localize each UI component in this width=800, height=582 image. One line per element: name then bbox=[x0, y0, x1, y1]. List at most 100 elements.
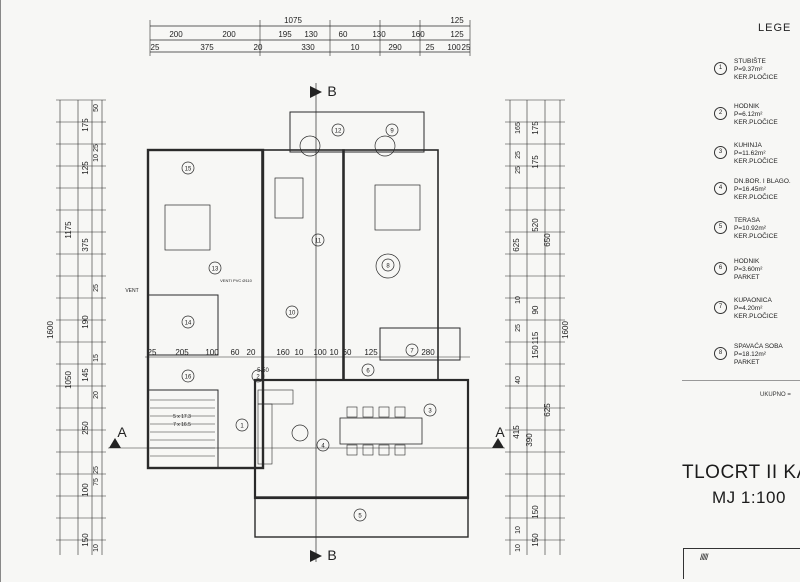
dim-label: 125 bbox=[81, 161, 90, 175]
room-number-circle bbox=[251, 369, 265, 383]
kitchen-sink bbox=[291, 424, 309, 442]
legend-item-line: P=4.20m² bbox=[734, 305, 763, 312]
dim-label: 10 bbox=[295, 348, 304, 357]
room-number-circle bbox=[235, 418, 249, 432]
legend-item-line: P=11.62m² bbox=[734, 150, 766, 157]
room-number: 10 bbox=[289, 311, 296, 317]
room-number: 13 bbox=[212, 267, 219, 273]
dim-label: 25 bbox=[515, 151, 522, 159]
room-number-circle bbox=[181, 369, 195, 383]
dim-label: 165 bbox=[515, 122, 522, 134]
dim-label: 125 bbox=[450, 16, 464, 25]
legend-item-line: PARKET bbox=[734, 274, 760, 281]
title-block bbox=[683, 548, 800, 579]
dim-label: 1050 bbox=[64, 371, 73, 389]
dim-label: 125 bbox=[364, 348, 378, 357]
legend-title: LEGE bbox=[758, 22, 792, 34]
legend-item-line: TERASA bbox=[734, 217, 761, 224]
room-number: 4 bbox=[321, 444, 325, 450]
bed-left bbox=[164, 204, 211, 251]
section-arrow-b-bottom bbox=[310, 550, 322, 562]
legend-item-line: HODNIK bbox=[734, 103, 760, 110]
dim-label: 625 bbox=[543, 403, 552, 417]
dim-label: 650 bbox=[543, 233, 552, 247]
dim-label: 130 bbox=[372, 30, 386, 39]
dim-label: 250 bbox=[81, 421, 90, 435]
pipe-annotation: VENTI PVC Ø110 bbox=[220, 278, 252, 283]
dim-label: 175 bbox=[81, 118, 90, 132]
legend-item-line: KER.PLOČICE bbox=[734, 74, 778, 81]
room-number: 11 bbox=[315, 239, 322, 245]
dim-label: 175 bbox=[531, 155, 540, 169]
dim-label: 100 bbox=[205, 348, 219, 357]
room-number: 6 bbox=[366, 369, 370, 375]
dim-label: 25 bbox=[515, 166, 522, 174]
dim-label: 205 bbox=[175, 348, 189, 357]
dim-label: 10 bbox=[515, 526, 522, 534]
dim-label: 160 bbox=[276, 348, 290, 357]
dim-label: 125 bbox=[450, 30, 464, 39]
dim-label: 100 bbox=[81, 483, 90, 497]
room-number-circle bbox=[208, 261, 222, 275]
room-number-circle bbox=[181, 315, 195, 329]
dim-label: 40 bbox=[515, 376, 522, 384]
kitchen-counter bbox=[257, 389, 294, 405]
dining-table bbox=[339, 417, 423, 445]
section-mark-a-right: A bbox=[495, 424, 505, 440]
terrace-outline bbox=[254, 496, 469, 538]
room-number: 1 bbox=[240, 424, 244, 430]
legend-item-line: P=3.60m² bbox=[734, 266, 763, 273]
legend-item-number: 4 bbox=[714, 182, 727, 195]
dim-label: 25 bbox=[148, 348, 157, 357]
dim-label: 100 bbox=[313, 348, 327, 357]
room-number-circle bbox=[405, 343, 419, 357]
dining-chair bbox=[378, 444, 390, 456]
room-number: 8 bbox=[386, 264, 390, 270]
dim-label: 280 bbox=[421, 348, 435, 357]
dim-label: 1600 bbox=[561, 321, 570, 339]
room-number-circle bbox=[361, 363, 375, 377]
dining-chair bbox=[346, 406, 358, 418]
sheet-title: TLOCRT II KA bbox=[682, 462, 800, 483]
room-number: 7 bbox=[410, 349, 414, 355]
dim-label: 145 bbox=[81, 368, 90, 382]
section-arrow-a-left bbox=[109, 438, 121, 448]
dim-label: 25 bbox=[515, 324, 522, 332]
legend-item-line: P=6.12m² bbox=[734, 111, 763, 118]
kitchen-counter-side bbox=[257, 403, 273, 465]
dim-label: 190 bbox=[81, 315, 90, 329]
dim-label: 150 bbox=[531, 505, 540, 519]
dim-label: 90 bbox=[531, 305, 540, 314]
dim-label: 175 bbox=[531, 121, 540, 135]
dim-label: 25 bbox=[462, 43, 471, 52]
legend-item-line: KER.PLOČICE bbox=[734, 313, 778, 320]
legend-item-number: 7 bbox=[714, 301, 727, 314]
legend-total: UKUPNO = bbox=[760, 392, 791, 398]
dim-label: 25 bbox=[426, 43, 435, 52]
dim-label: 10 bbox=[330, 348, 339, 357]
section-mark-a-left: A bbox=[117, 424, 127, 440]
dim-label: 25 bbox=[93, 466, 100, 474]
room-number: 2 bbox=[256, 375, 260, 381]
room-number-circle bbox=[311, 233, 325, 247]
dim-label: 25 bbox=[93, 284, 100, 292]
room-number: 9 bbox=[390, 129, 394, 135]
bath-7-outline bbox=[379, 327, 461, 361]
section-mark-b-top: B bbox=[327, 83, 336, 99]
dim-label: 330 bbox=[301, 43, 315, 52]
section-mark-b-bottom: B bbox=[327, 547, 336, 563]
dim-label: 20 bbox=[254, 43, 263, 52]
legend-item-line: DN.BOR. I BLAGO. bbox=[734, 178, 791, 185]
dim-label: 130 bbox=[304, 30, 318, 39]
legend-item-number: 6 bbox=[714, 262, 727, 275]
room-number: 14 bbox=[185, 321, 192, 327]
dim-label: 15 bbox=[93, 354, 100, 362]
dim-label: 115 bbox=[531, 331, 540, 344]
dim-label: 290 bbox=[388, 43, 402, 52]
room-number-circle bbox=[285, 305, 299, 319]
dim-label: 1600 bbox=[46, 321, 55, 339]
